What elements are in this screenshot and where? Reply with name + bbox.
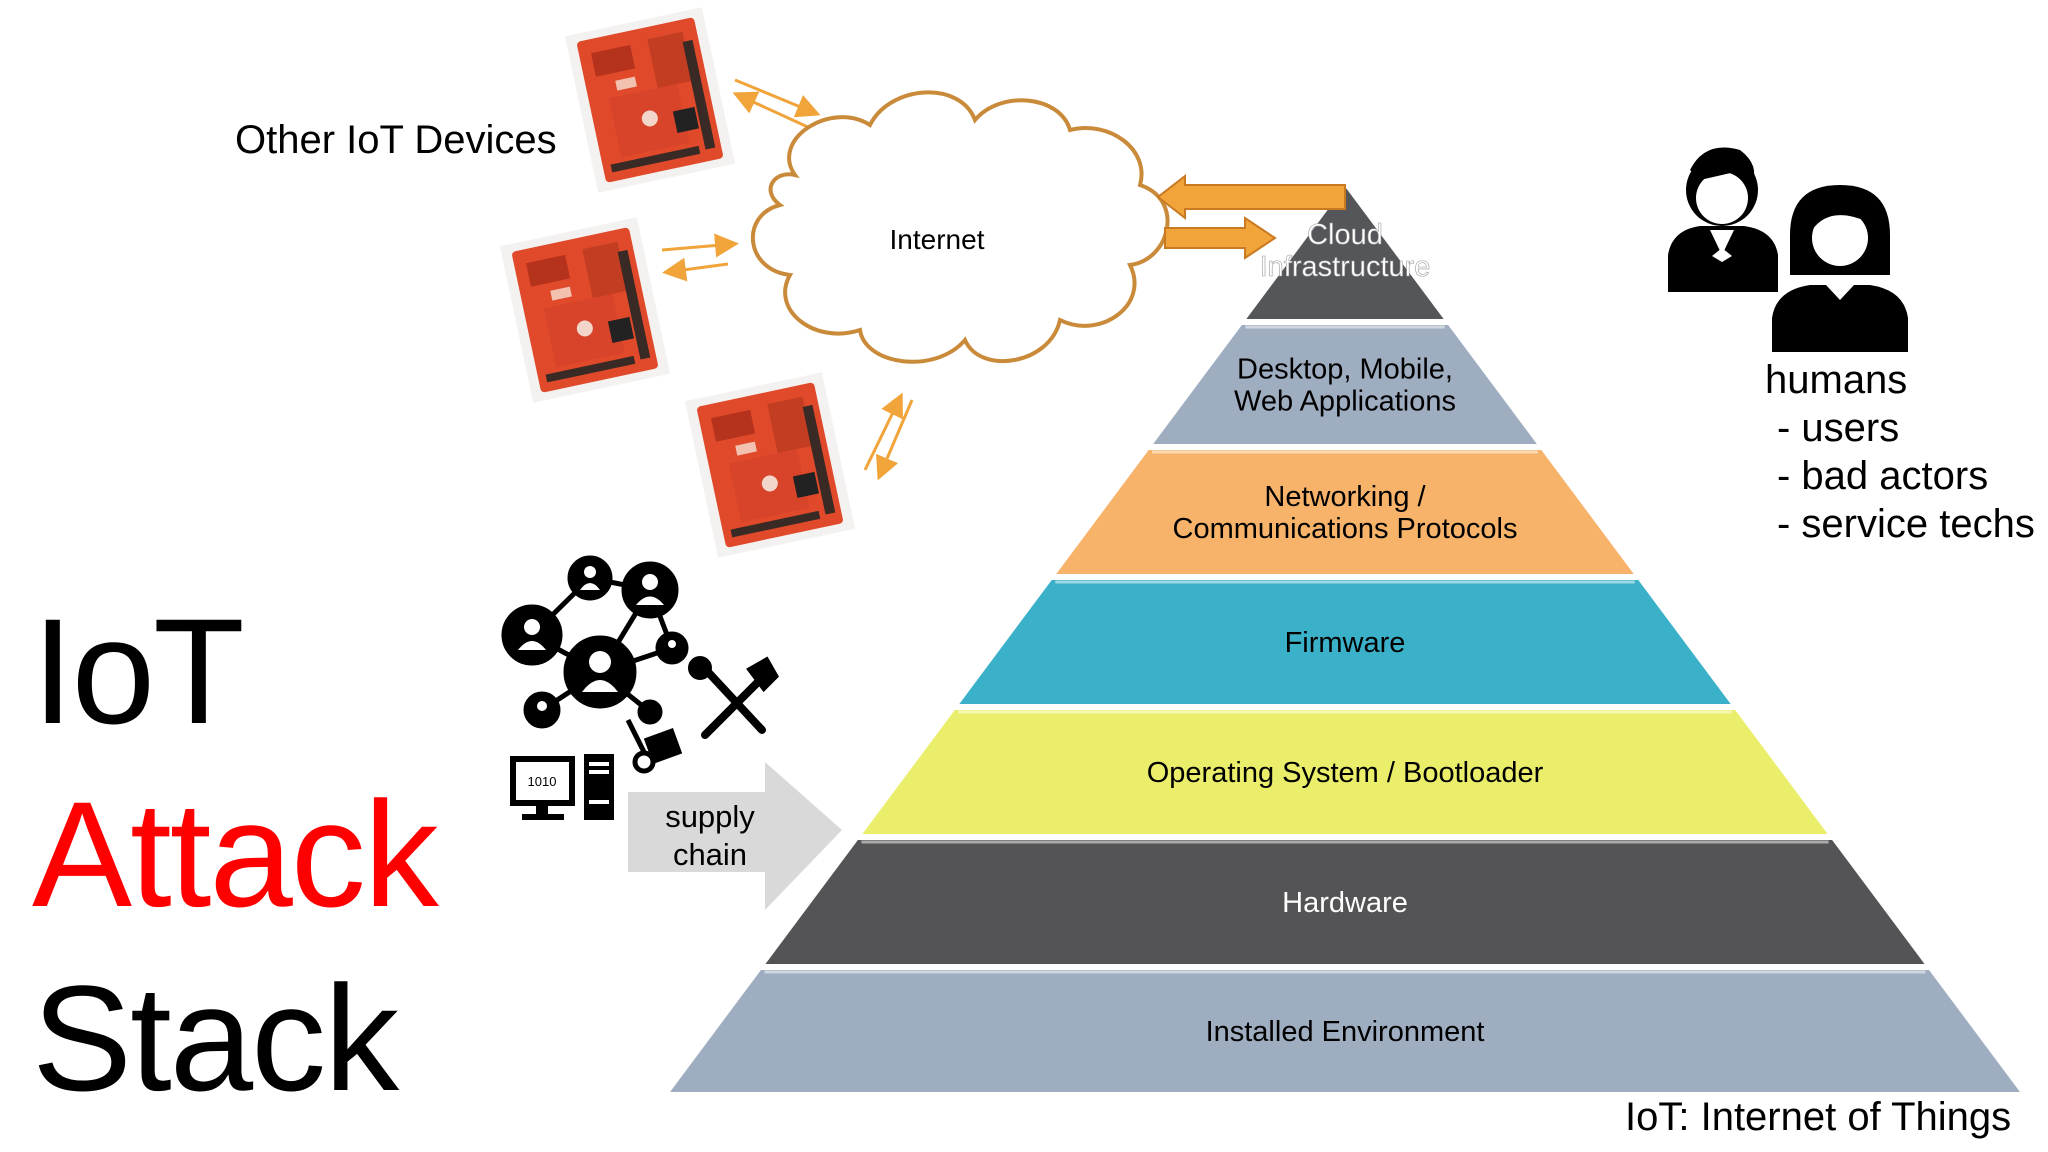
humans-item-bad-actors: - bad actors (1777, 454, 1989, 498)
cloud-link-arrows (1156, 173, 1346, 260)
humans-list: humans - users - bad actors - service te… (1765, 356, 2035, 548)
internet-cloud-icon (751, 90, 1170, 364)
title-stack: Stack (32, 954, 399, 1122)
pyramid-label-operating-system-bootloader: Operating System / Bootloader (1147, 757, 1544, 789)
pyramid-label-cloud-infrastructure: Cloud (1307, 219, 1383, 251)
device-link-arrows (661, 78, 914, 481)
network-people-icon (501, 555, 689, 729)
tools-icon (688, 656, 779, 739)
pyramid-label-networking-communications-protocols: Communications Protocols (1173, 513, 1518, 545)
other-iot-devices-label: Other IoT Devices (235, 118, 557, 162)
pyramid-label-firmware: Firmware (1285, 627, 1406, 659)
pyramid-layer-firmware (955, 578, 1735, 706)
supply-chain-label: supply chain (640, 798, 780, 874)
iot-board-icon (499, 217, 671, 403)
title-iot: IoT (32, 587, 245, 755)
pyramid-layer-networking-communications-protocols (1052, 448, 1638, 576)
iot-board-icon (684, 372, 856, 558)
human-male-icon (1668, 147, 1778, 292)
pyramid-label-hardware: Hardware (1282, 887, 1408, 919)
hand-truck-icon (625, 718, 683, 774)
computer-icon (510, 754, 614, 820)
computer-binary-text: 1010 (528, 774, 557, 789)
footnote-iot-definition: IoT: Internet of Things (1625, 1095, 2012, 1139)
pyramid-label-desktop-mobile-web-applications: Desktop, Mobile, (1237, 354, 1453, 386)
pyramid-layer-desktop-mobile-web-applications (1149, 323, 1541, 446)
iot-board-icon (564, 7, 736, 193)
human-female-icon (1772, 185, 1908, 352)
pyramid-label-networking-communications-protocols: Networking / (1264, 481, 1426, 513)
pyramid-layer-cloud-infrastructure (1242, 183, 1448, 321)
pyramid-label-installed-environment: Installed Environment (1206, 1016, 1485, 1048)
pyramid-layer-operating-system-bootloader (858, 708, 1832, 836)
humans-heading: humans (1765, 358, 1908, 402)
pyramid-layer-installed-environment (666, 968, 2024, 1094)
pyramid-label-cloud-infrastructure: Infrastructure (1260, 251, 1431, 283)
supply-chain-line1: supply (665, 799, 755, 834)
supply-chain-line2: chain (672, 837, 748, 872)
pyramid-label-desktop-mobile-web-applications: Web Applications (1234, 386, 1456, 418)
title-attack: Attack (32, 770, 439, 938)
pyramid-layer-hardware (761, 838, 1929, 966)
humans-item-users: - users (1777, 406, 1900, 450)
humans-item-service-techs: - service techs (1777, 502, 2035, 546)
internet-label: Internet (890, 224, 985, 255)
supply-chain-arrow (628, 762, 842, 910)
